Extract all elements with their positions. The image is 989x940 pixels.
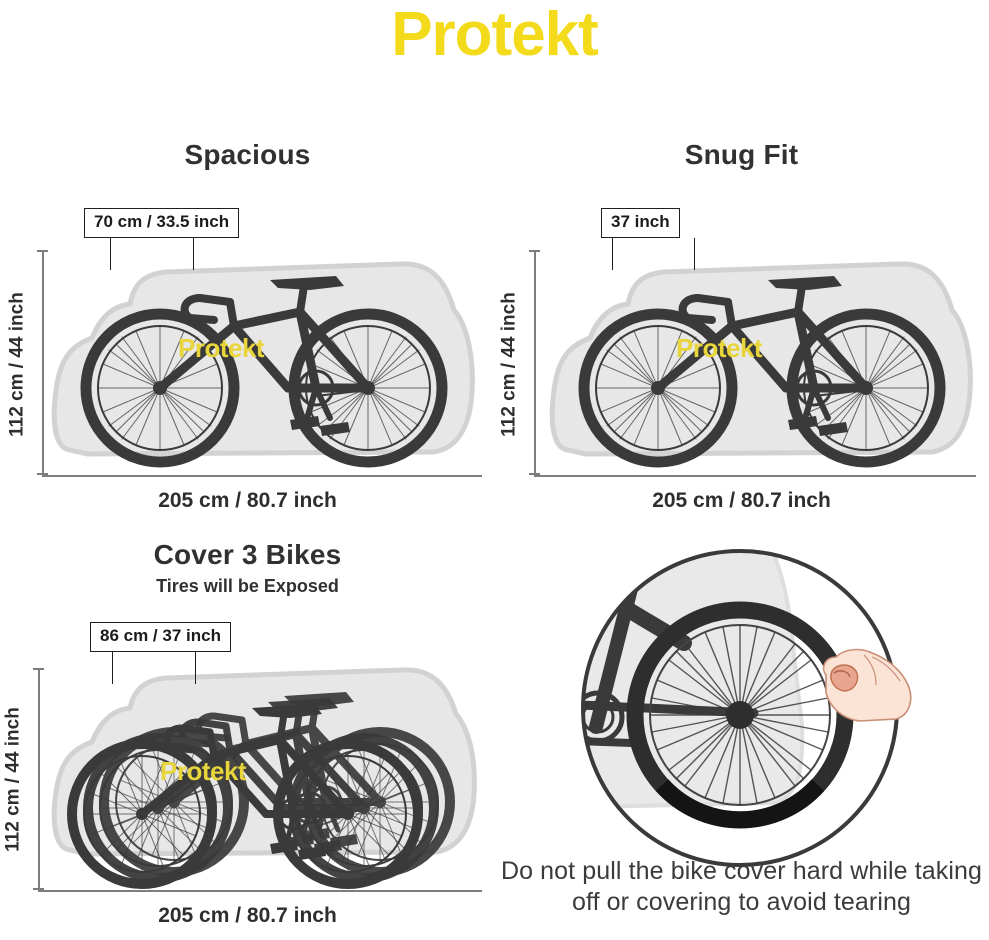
exposed-tire	[655, 779, 825, 829]
dim-line-height-snug	[530, 250, 539, 475]
handlebar	[180, 294, 238, 330]
frame	[653, 307, 871, 393]
pedal-left	[290, 416, 320, 430]
bike-cover-illustration-snug	[546, 240, 976, 472]
pinch-fingers	[830, 664, 859, 692]
pinch-crease	[833, 670, 851, 678]
dim-line-width-snug	[534, 475, 976, 477]
front-wheel-spokes	[97, 325, 223, 451]
magnified-content	[583, 551, 854, 829]
bike-silhouette	[80, 276, 448, 468]
saddle	[768, 276, 842, 290]
bike-silhouette	[578, 276, 946, 468]
seatpost	[296, 282, 308, 316]
callout-tick-right	[195, 652, 197, 684]
pedal-right	[320, 422, 350, 436]
dim-line-height-spacious	[38, 250, 47, 475]
bike-cover-illustration-spacious	[48, 240, 478, 472]
bike-group	[67, 692, 455, 889]
pedal-left	[788, 416, 818, 430]
panel-cover-3-bikes: Cover 3 Bikes Tires will be Exposed 86 c…	[0, 539, 495, 940]
bike-cover-svg	[51, 261, 475, 468]
bike-front	[67, 704, 423, 889]
dim-line-height-three	[34, 668, 43, 890]
dim-label-width-three: 205 cm / 80.7 inch	[158, 904, 337, 927]
callout-tick-left	[612, 238, 614, 270]
dim-line-width-spacious	[42, 475, 482, 477]
dim-label-height-spacious: 112 cm / 44 inch	[6, 292, 28, 437]
dim-label-height-three: 112 cm / 44 inch	[2, 707, 24, 852]
pedal-right	[818, 422, 848, 436]
panel-spacious-title: Spacious	[184, 139, 311, 170]
callout-tick-right	[694, 238, 696, 270]
chain	[315, 389, 369, 397]
bike-cover-svg	[51, 667, 477, 889]
cover-fabric	[583, 551, 805, 810]
saddle	[270, 276, 344, 290]
panel-snug-title: Snug Fit	[684, 139, 799, 170]
handlebar	[678, 294, 736, 330]
panel-spacious: Spacious 70 cm / 33.5 inch 112 cm / 44 i…	[0, 139, 495, 540]
panel-three-subtitle: Tires will be Exposed	[156, 575, 339, 596]
dim-label-width-spacious: 205 cm / 80.7 inch	[158, 489, 337, 512]
chainring	[795, 369, 833, 407]
panel-snug-fit: Snug Fit 37 inch 112 cm / 44 inch 205 cm…	[494, 139, 989, 540]
dim-label-width-snug: 205 cm / 80.7 inch	[652, 489, 831, 512]
bike-cover-illustration-three	[46, 652, 482, 900]
finger-line	[863, 654, 877, 686]
seatpost	[794, 282, 806, 316]
callout-tick-left	[112, 652, 114, 684]
wheel-spokes-detail	[650, 625, 830, 805]
frame	[155, 307, 373, 393]
callout-spacious-width: 70 cm / 33.5 inch	[84, 208, 240, 238]
callout-tick-left	[110, 238, 112, 270]
warning-text: Do not pull the bike cover hard while ta…	[500, 856, 983, 916]
dim-line-width-three	[38, 890, 482, 892]
brand-logo: Protekt	[391, 0, 599, 69]
callout-snug-width: 37 inch	[601, 208, 680, 238]
chain	[813, 389, 867, 397]
wheel-hub-detail	[726, 701, 754, 729]
panel-warning: Do not pull the bike cover hard while ta…	[494, 540, 989, 940]
callout-three-width: 86 cm / 37 inch	[90, 622, 231, 652]
crank-arms	[303, 385, 333, 425]
front-wheel-tire	[80, 308, 240, 468]
bike-cover-svg	[549, 261, 973, 468]
zoom-detail-svg	[581, 549, 912, 867]
chainring	[297, 369, 335, 407]
knuckle-line	[871, 656, 901, 682]
hand-pulling-cover	[822, 648, 912, 722]
crank-arms	[801, 385, 831, 425]
panel-three-title: Cover 3 Bikes	[153, 539, 342, 570]
dim-label-height-snug: 112 cm / 44 inch	[498, 292, 520, 437]
chainring-detail	[583, 690, 625, 744]
front-wheel-tire	[578, 308, 738, 468]
zoom-detail-illustration	[514, 545, 974, 867]
callout-tick-right	[193, 238, 195, 270]
wheel-detail	[626, 601, 854, 829]
